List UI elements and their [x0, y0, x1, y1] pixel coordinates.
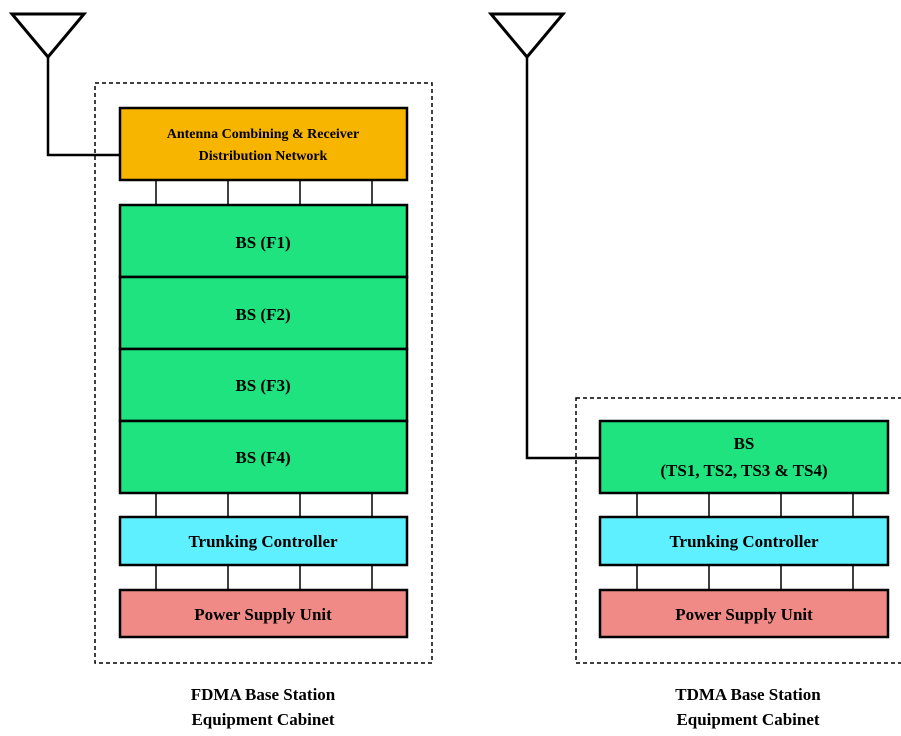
fdma-bs-f1-label: BS (F1)	[235, 233, 290, 252]
tdma-trunking-controller-label: Trunking Controller	[669, 532, 819, 551]
tdma-caption-line-1: TDMA Base Station	[675, 685, 821, 704]
fdma-antenna-feed-line	[46, 57, 120, 157]
tdma-antenna-icon	[487, 12, 567, 60]
tdma-power-supply-box	[598, 588, 890, 639]
tdma-connectors-middle	[636, 493, 854, 517]
fdma-bs-f4-label: BS (F4)	[235, 448, 290, 467]
tdma-trunking-controller-box	[598, 515, 890, 567]
fdma-bs-f2-label: BS (F2)	[235, 305, 290, 324]
fdma-connectors-middle	[155, 493, 373, 517]
fdma-antenna-combiner-box	[118, 106, 409, 182]
fdma-power-supply-box	[118, 588, 409, 639]
fdma-connectors-bottom	[155, 565, 373, 590]
tdma-caption-line-2: Equipment Cabinet	[676, 710, 819, 729]
fdma-bs-f3-label: BS (F3)	[235, 376, 290, 395]
tdma-bs-box	[598, 419, 890, 495]
fdma-connectors-top	[155, 180, 373, 205]
fdma-antenna-icon	[8, 12, 88, 60]
tdma-bs-label-2: (TS1, TS2, TS3 & TS4)	[660, 461, 827, 480]
tdma-connectors-bottom	[636, 565, 854, 590]
tdma-bs-label-1: BS	[734, 434, 755, 453]
fdma-bs-f1-box	[118, 203, 409, 279]
fdma-combiner-label-2: Distribution Network	[199, 149, 328, 164]
fdma-cabinet-outline	[94, 82, 433, 664]
tdma-power-supply-label: Power Supply Unit	[675, 605, 813, 624]
fdma-trunking-controller-label: Trunking Controller	[188, 532, 338, 551]
fdma-bs-f3-box	[118, 347, 409, 423]
fdma-trunking-controller-box	[118, 515, 409, 567]
fdma-caption-line-2: Equipment Cabinet	[191, 710, 334, 729]
tdma-cabinet-outline	[575, 397, 901, 664]
fdma-bs-f4-box	[118, 419, 409, 495]
fdma-caption-line-1: FDMA Base Station	[191, 685, 336, 704]
tdma-antenna-feed-line	[525, 57, 600, 460]
fdma-combiner-label-1: Antenna Combining & Receiver	[167, 127, 360, 142]
fdma-power-supply-label: Power Supply Unit	[194, 605, 332, 624]
